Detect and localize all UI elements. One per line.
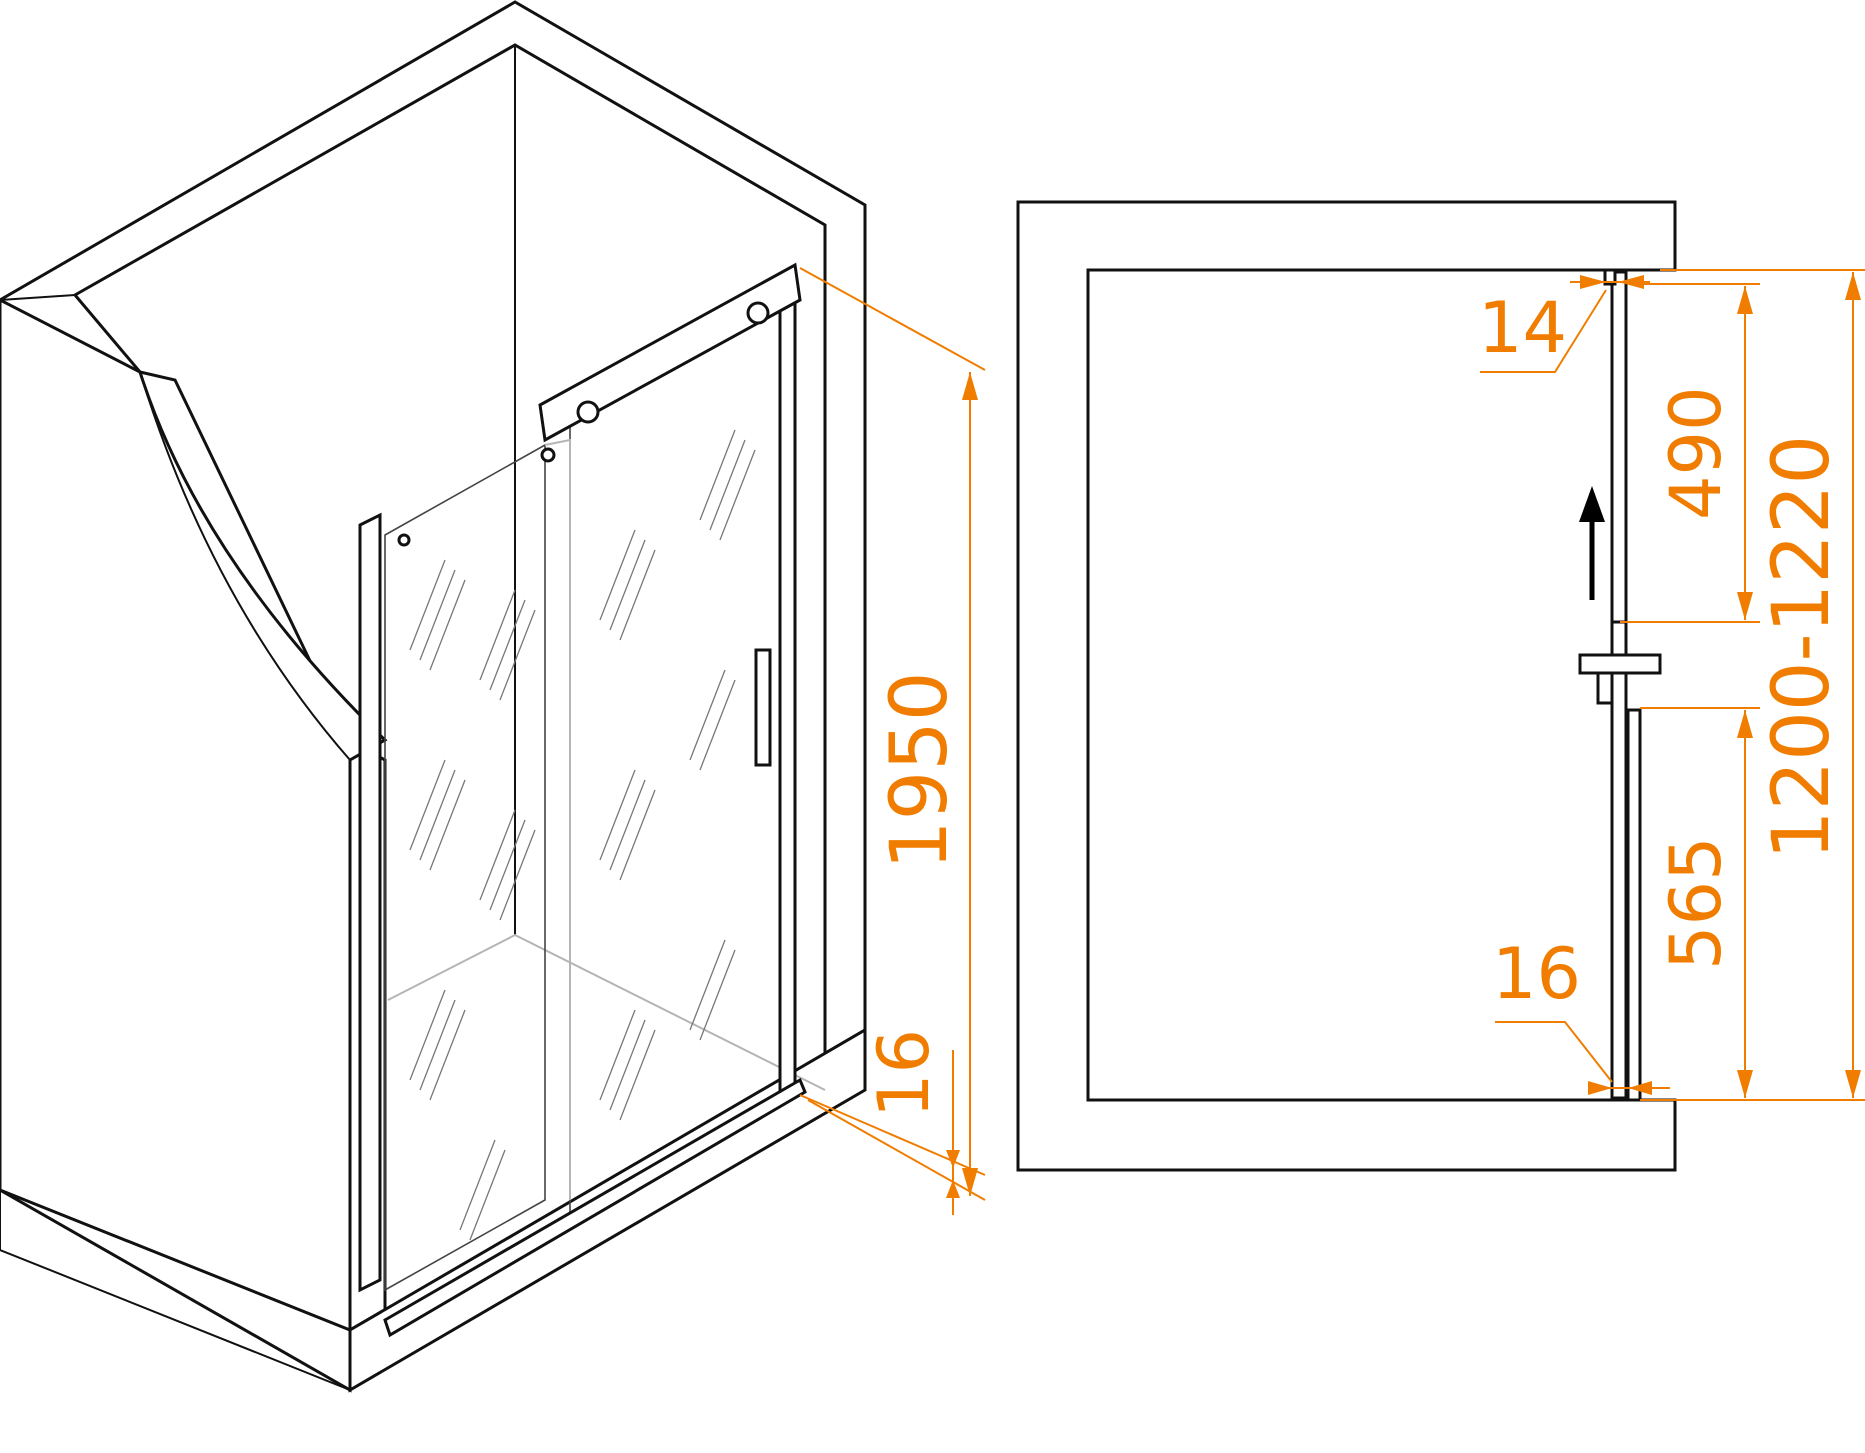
dim-1950-ext-bottom bbox=[807, 1099, 986, 1201]
dim-16-arrow-top bbox=[946, 1150, 960, 1168]
dim-16-iso-label: 16 bbox=[863, 1029, 945, 1118]
left-wall-profile bbox=[358, 512, 382, 1293]
dim-1950-arrow-bottom bbox=[962, 1168, 978, 1196]
right-wall-profile bbox=[778, 267, 797, 1101]
dim-490-arrow-bottom bbox=[1737, 592, 1753, 620]
door-handle bbox=[754, 648, 772, 767]
dim-1950-ext-top bbox=[799, 267, 986, 371]
dim-565-arrow-bottom bbox=[1737, 1070, 1753, 1098]
dim-total-arrow-top bbox=[1845, 272, 1861, 300]
roller-left bbox=[576, 400, 600, 424]
dim-565-label: 565 bbox=[1655, 836, 1737, 970]
roller-small-left bbox=[540, 447, 556, 463]
dim-490-arrow-top bbox=[1737, 286, 1753, 314]
dim-14-leader bbox=[1480, 289, 1607, 373]
plan-inner-panel bbox=[1626, 708, 1642, 1102]
dim-14-label: 14 bbox=[1478, 287, 1567, 369]
niche-base-edge bbox=[0, 1249, 351, 1391]
dim-1950-arrow-top bbox=[962, 372, 978, 400]
niche-curve-edge bbox=[139, 371, 351, 761]
panel-overlap-ghost bbox=[544, 438, 571, 1200]
plan-wall bbox=[1016, 200, 1677, 1172]
dim-1950-label: 1950 bbox=[875, 671, 965, 870]
sliding-glass-panel bbox=[384, 443, 546, 1292]
floor-ghost-line bbox=[387, 933, 826, 1091]
plan-handle-knob bbox=[1596, 671, 1614, 705]
dim-16-plan-leader bbox=[1495, 1021, 1613, 1083]
plan-view: 14 490 565 1200-1220 16 bbox=[1016, 200, 1865, 1172]
roller-right bbox=[746, 301, 770, 325]
dim-16-arrow-bottom bbox=[946, 1180, 960, 1198]
dim-16-plan-label: 16 bbox=[1492, 933, 1581, 1015]
plan-top-profile bbox=[1603, 268, 1617, 286]
slide-direction-arrow-icon bbox=[1579, 486, 1605, 600]
dim-16-plan-arrow-right bbox=[1628, 1081, 1652, 1095]
glass-pattern bbox=[409, 429, 756, 1241]
dim-total-label: 1200-1220 bbox=[1757, 435, 1847, 860]
plan-handle bbox=[1578, 653, 1662, 675]
dim-565-arrow-top bbox=[1737, 710, 1753, 738]
niche-top-edge bbox=[0, 294, 76, 301]
dim-14-arrow-right bbox=[1618, 275, 1644, 289]
isometric-shower-enclosure: 1950 16 bbox=[0, 0, 986, 1393]
bottom-threshold bbox=[383, 1077, 807, 1338]
plan-sliding-panel bbox=[1610, 620, 1628, 1100]
dim-490-label: 490 bbox=[1655, 386, 1737, 520]
dim-total-arrow-bottom bbox=[1845, 1070, 1861, 1098]
dim-14-arrow-left bbox=[1580, 275, 1606, 289]
roller-small-panel bbox=[397, 533, 411, 547]
dim-16-plan-arrow-left bbox=[1588, 1081, 1612, 1095]
top-sliding-rail bbox=[538, 262, 802, 443]
